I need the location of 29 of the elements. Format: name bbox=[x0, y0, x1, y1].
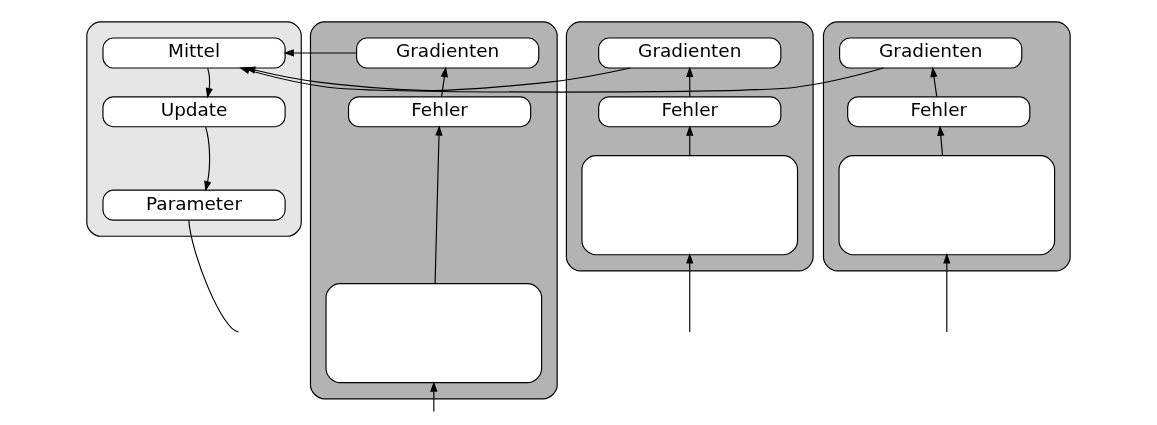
node-box: Gradienten bbox=[598, 37, 782, 69]
node-box: Parameter bbox=[102, 189, 286, 221]
arrow bbox=[204, 126, 212, 192]
cluster bbox=[86, 21, 302, 237]
node-box: Gradienten bbox=[839, 37, 1023, 69]
node-box: Fehler bbox=[347, 96, 532, 128]
arrow bbox=[930, 66, 938, 98]
node-box: Fehler bbox=[598, 96, 782, 128]
arrow bbox=[943, 253, 951, 333]
arrow bbox=[686, 66, 694, 98]
arrow bbox=[430, 381, 438, 413]
node-box bbox=[581, 155, 799, 256]
arrow bbox=[937, 125, 945, 156]
arrow bbox=[686, 125, 694, 156]
arrow bbox=[434, 125, 443, 284]
arrow bbox=[686, 253, 694, 333]
cluster bbox=[309, 21, 558, 400]
arrow bbox=[440, 66, 448, 98]
arrow bbox=[205, 67, 213, 99]
connector bbox=[188, 219, 240, 333]
node-box bbox=[838, 155, 1056, 256]
cluster bbox=[565, 21, 814, 272]
node-box: Fehler bbox=[847, 96, 1031, 128]
arrow bbox=[283, 49, 358, 57]
node-box: Update bbox=[102, 96, 286, 128]
cluster bbox=[822, 21, 1071, 272]
node-box: Mittel bbox=[102, 37, 286, 69]
node-box bbox=[325, 283, 543, 384]
node-box: Gradienten bbox=[356, 37, 540, 69]
